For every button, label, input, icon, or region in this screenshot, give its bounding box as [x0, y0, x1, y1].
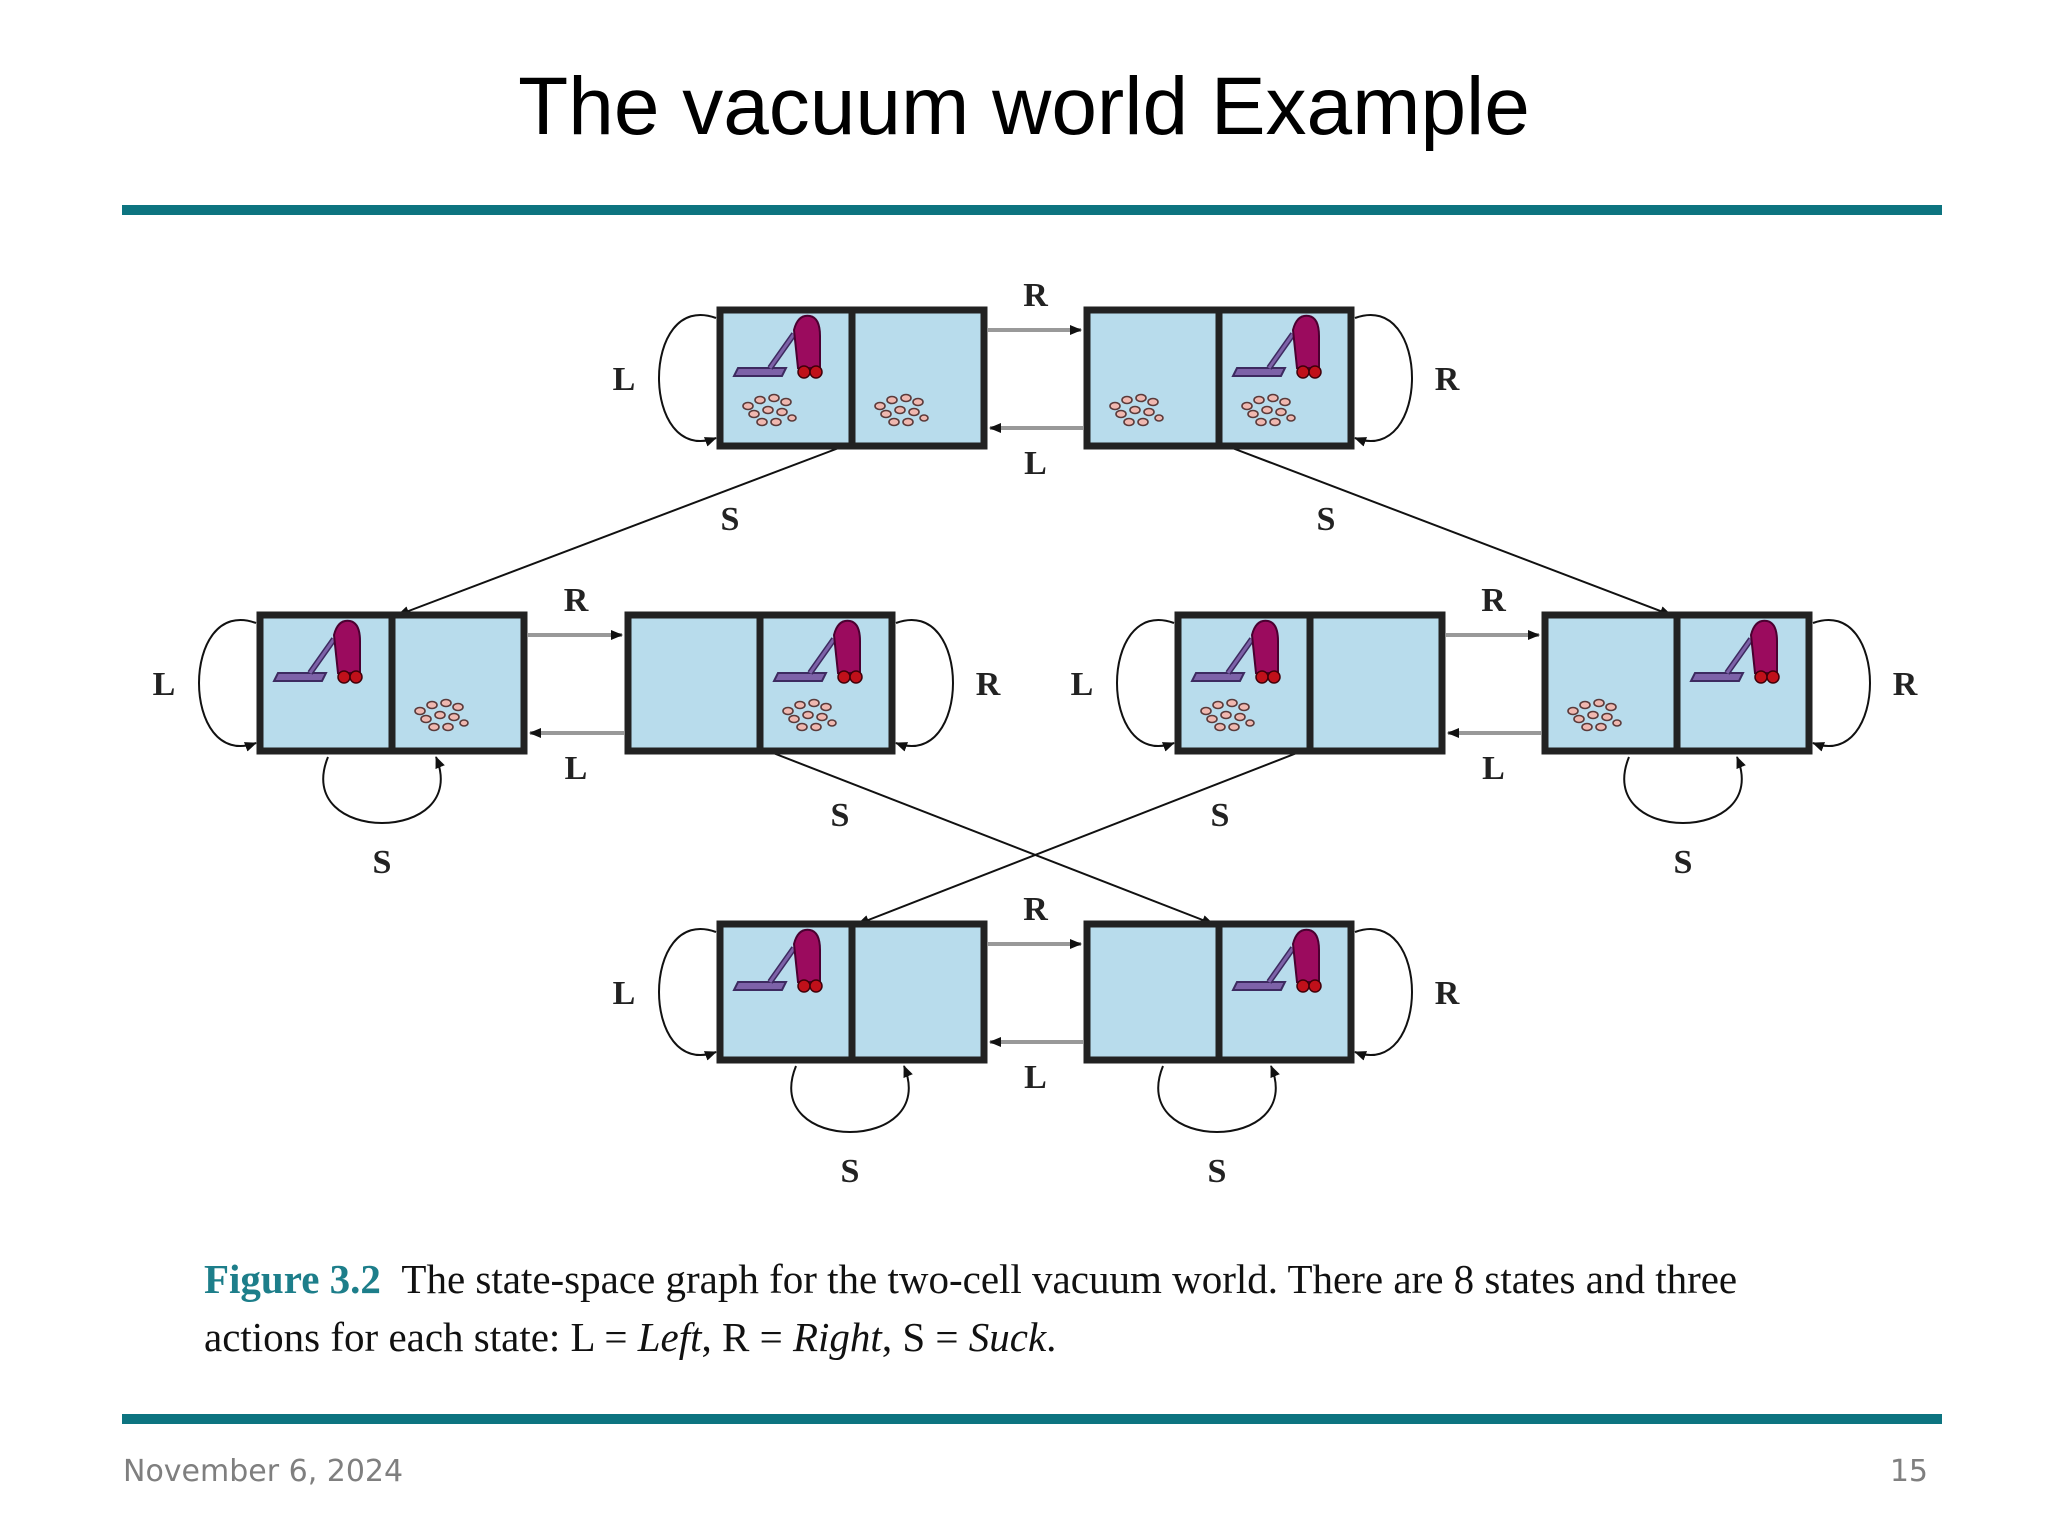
cell-left [1083, 920, 1223, 1064]
state-s4 [624, 611, 896, 755]
cell-right [1673, 611, 1813, 755]
footer-divider [122, 1414, 1942, 1424]
label-l: L [1482, 750, 1505, 787]
caption-left: Left [637, 1314, 702, 1360]
cell-left [716, 920, 856, 1064]
caption-suck: Suck [968, 1314, 1047, 1360]
label-r: R [976, 666, 1001, 703]
transition-s5-s5-l [1116, 619, 1175, 752]
transition-s4-s8-s [767, 750, 1214, 925]
label-l: L [1071, 666, 1094, 703]
state-s5 [1174, 611, 1446, 755]
cell-left [1541, 611, 1681, 755]
label-r: R [1023, 891, 1048, 928]
label-s: S [1208, 1153, 1227, 1190]
figure-caption-line-2: actions for each state: L = Left, R = Ri… [204, 1313, 1056, 1361]
title-divider [122, 205, 1942, 215]
state-s6 [1541, 611, 1813, 755]
cell-right [1215, 920, 1355, 1064]
transition-s6-s6-s [1623, 756, 1746, 824]
label-l: L [613, 975, 636, 1012]
transition-s6-s6-r [1812, 619, 1871, 752]
cell-right [848, 306, 988, 450]
cell-left [256, 611, 396, 755]
state-s2 [1083, 306, 1355, 450]
label-s: S [373, 844, 392, 881]
cell-left [1083, 306, 1223, 450]
footer-date: November 6, 2024 [123, 1454, 404, 1489]
label-s: S [721, 501, 740, 538]
label-l: L [1024, 1059, 1047, 1096]
transition-s7-s7-l [658, 928, 717, 1061]
label-s: S [1674, 844, 1693, 881]
caption-text: The state-space graph for the two-cell v… [401, 1256, 1738, 1302]
transition-s5-s7-s [857, 750, 1303, 925]
label-r: R [1435, 361, 1460, 398]
label-r: R [1481, 582, 1506, 619]
state-s3 [256, 611, 528, 755]
label-l: L [1024, 445, 1047, 482]
label-s: S [831, 797, 850, 834]
label-r: R [1893, 666, 1918, 703]
label-r: R [564, 582, 589, 619]
label-s: S [1211, 797, 1230, 834]
figure-label: Figure 3.2 [204, 1256, 381, 1302]
page-number: 15 [1889, 1454, 1928, 1489]
transition-s8-s8-s [1157, 1065, 1280, 1133]
cell-left [624, 611, 764, 755]
transition-s2-s2-r [1354, 314, 1413, 447]
state-s7 [716, 920, 988, 1064]
caption-right: Right [792, 1314, 882, 1360]
state-s8 [1083, 920, 1355, 1064]
slide-title: The vacuum world Example [518, 61, 1530, 152]
cell-right [848, 920, 988, 1064]
transition-s1-s3-s [397, 445, 845, 616]
caption-sep-1: , R = [701, 1314, 793, 1360]
transition-s8-s8-r [1354, 928, 1413, 1061]
transition-s3-s3-l [198, 619, 257, 752]
caption-prefix: actions for each state: L = [204, 1314, 638, 1360]
cell-right [756, 611, 896, 755]
figure-caption-line-1: Figure 3.2 The state-space graph for the… [204, 1255, 1737, 1303]
label-r: R [1023, 277, 1048, 314]
caption-end: . [1046, 1314, 1057, 1360]
transition-s7-s7-s [790, 1065, 913, 1133]
cell-right [388, 611, 528, 755]
cell-right [1306, 611, 1446, 755]
label-l: L [565, 750, 588, 787]
label-s: S [841, 1153, 860, 1190]
transition-s1-s1-l [658, 314, 717, 447]
state-s1 [716, 306, 988, 450]
label-r: R [1435, 975, 1460, 1012]
label-l: L [153, 666, 176, 703]
caption-sep-2: , S = [881, 1314, 969, 1360]
transition-s2-s6-s [1226, 445, 1672, 616]
cell-right [1215, 306, 1355, 450]
label-s: S [1317, 501, 1336, 538]
transition-s3-s3-s [322, 756, 445, 824]
transition-s4-s4-r [895, 619, 954, 752]
cell-left [716, 306, 856, 450]
label-l: L [613, 361, 636, 398]
cell-left [1174, 611, 1314, 755]
